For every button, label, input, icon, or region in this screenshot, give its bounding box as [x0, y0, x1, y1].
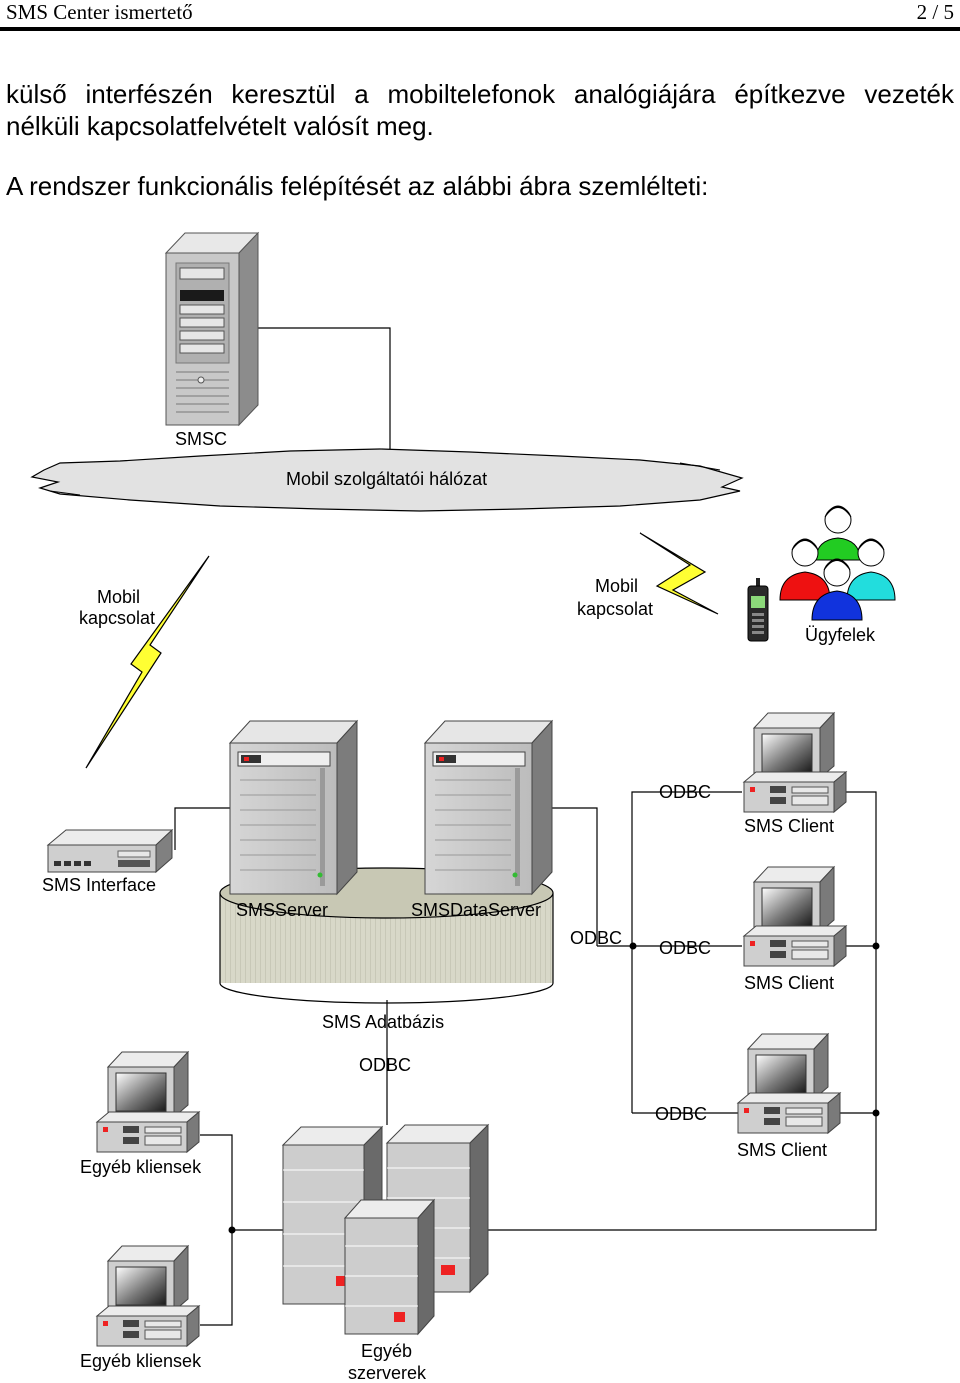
- sms-client-label-1: SMS Client: [744, 816, 834, 836]
- mobile-link-right-line2: kapcsolat: [577, 599, 653, 619]
- junction-dots: [228, 942, 880, 1234]
- paragraph-intro: A rendszer funkcionális felépítését az a…: [6, 171, 709, 201]
- paragraph-line-2: nélküli kapcsolatfelvételt valósít meg.: [6, 111, 434, 141]
- sms-client-label-3: SMS Client: [737, 1140, 827, 1160]
- other-servers-label-line1: Egyéb: [361, 1341, 412, 1361]
- sms-client-computer-icon: [742, 711, 848, 814]
- customers-people-icon: [779, 505, 896, 621]
- other-clients-label-2: Egyéb kliensek: [80, 1351, 202, 1371]
- other-client-computer-icon: [95, 1244, 201, 1348]
- smsc-server-icon: [164, 231, 260, 427]
- lightning-right-icon: [639, 532, 719, 615]
- mobile-link-left-line1: Mobil: [97, 587, 140, 607]
- sms-interface-label: SMS Interface: [42, 875, 156, 895]
- sms-client-computer-icon: [742, 865, 848, 968]
- sms-server-tower-icon: [228, 719, 359, 896]
- other-clients-label-1: Egyéb kliensek: [80, 1157, 202, 1177]
- sms-data-server-tower-icon: [423, 719, 554, 896]
- lightning-left-icon: [85, 555, 210, 769]
- sms-client-computer-icon: [736, 1032, 842, 1135]
- sms-server-label: SMSServer: [236, 900, 328, 920]
- other-servers-icon: [281, 1123, 490, 1336]
- odbc-label-3: ODBC: [659, 938, 711, 958]
- smsc-label: SMSC: [175, 429, 227, 449]
- odbc-label-4: ODBC: [359, 1055, 411, 1075]
- sms-interface-device-icon: [46, 828, 174, 874]
- odbc-label-2: ODBC: [570, 928, 622, 948]
- other-servers-label-line2: szerverek: [348, 1363, 427, 1383]
- mobile-link-right-line1: Mobil: [595, 576, 638, 596]
- database-label: SMS Adatbázis: [322, 1012, 444, 1032]
- network-label: Mobil szolgáltatói hálózat: [286, 469, 487, 489]
- sms-data-server-label: SMSDataServer: [411, 900, 541, 920]
- paragraph-line-1: külső interfészén keresztül a mobiltelef…: [6, 79, 954, 109]
- other-client-computer-icon: [95, 1050, 201, 1154]
- customers-label: Ügyfelek: [805, 625, 876, 645]
- header-title: SMS Center ismertető: [6, 0, 193, 24]
- odbc-label-5: ODBC: [655, 1104, 707, 1124]
- odbc-label-1: ODBC: [659, 782, 711, 802]
- connection-lines: [174, 327, 877, 1326]
- mobile-link-left-line2: kapcsolat: [79, 608, 155, 628]
- mobile-phone-icon: [747, 578, 769, 642]
- network-cloud: [30, 448, 744, 512]
- page-number: 2 / 5: [916, 0, 954, 24]
- header-rule: [0, 27, 960, 31]
- sms-client-label-2: SMS Client: [744, 973, 834, 993]
